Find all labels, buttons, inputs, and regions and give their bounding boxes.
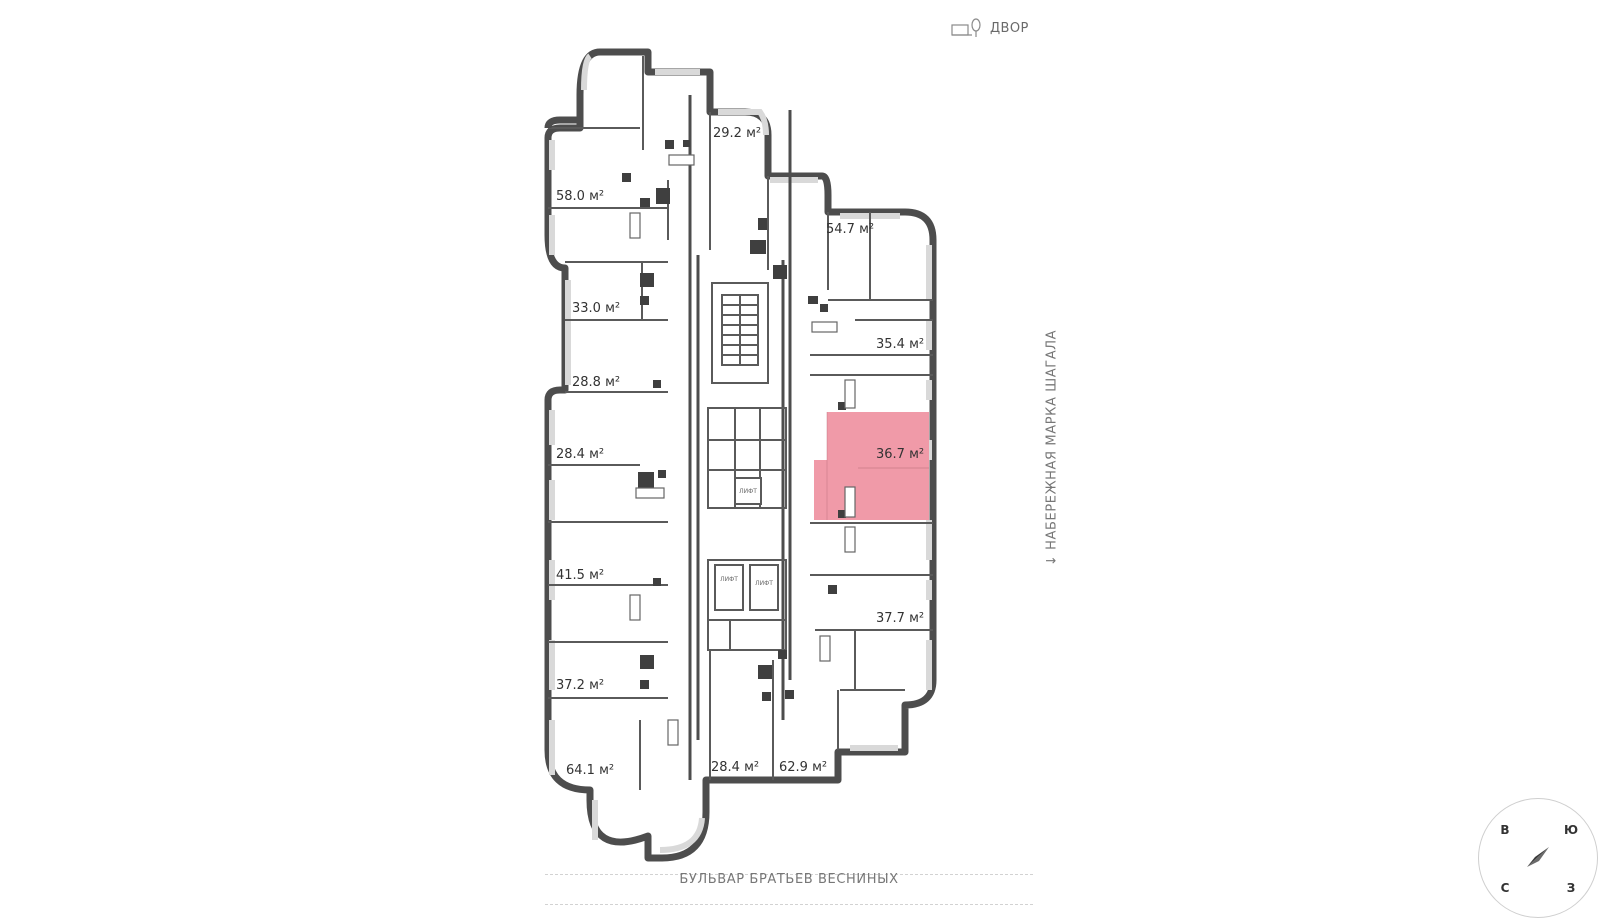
selected-apartment[interactable] <box>814 412 929 520</box>
apartment-area-label[interactable]: 35.4 м² <box>876 337 925 352</box>
apartment-area-label[interactable]: 33.0 м² <box>572 301 621 316</box>
bay-windows <box>544 116 580 129</box>
apartment-area-label[interactable]: 58.0 м² <box>556 189 605 204</box>
compass-arrow-icon <box>1527 847 1549 867</box>
apartment-area-label[interactable]: 41.5 м² <box>556 568 605 583</box>
compass: В Ю С З <box>1478 798 1598 918</box>
apartment-area-label[interactable]: 37.7 м² <box>876 611 925 626</box>
courtyard-text: ДВОР <box>990 20 1029 36</box>
apartment-area-label[interactable]: 64.1 м² <box>566 763 615 778</box>
apartment-area-label[interactable]: 28.4 м² <box>711 760 760 775</box>
lift-label: ЛИФТ <box>720 576 738 583</box>
compass-label-east: В <box>1500 823 1510 837</box>
corridor <box>688 95 792 780</box>
apartment-area-label[interactable]: 29.2 м² <box>713 126 762 141</box>
stair-core <box>707 282 787 651</box>
building-walls <box>544 48 937 862</box>
apartment-area-label[interactable]: 28.8 м² <box>572 375 621 390</box>
street-divider <box>545 874 1033 875</box>
apartment-area-label[interactable]: 28.4 м² <box>556 447 605 462</box>
compass-label-west: З <box>1566 881 1576 895</box>
street-divider <box>545 904 1033 905</box>
fixtures <box>622 140 856 746</box>
courtyard-label: ДВОР <box>950 16 1029 40</box>
side-street-text: ↓ НАБЕРЕЖНАЯ МАРКА ШАГАЛА <box>1044 329 1060 567</box>
bottom-street-label: БУЛЬВАР БРАТЬЕВ ВЕСНИНЫХ <box>679 872 899 887</box>
windows <box>549 53 932 853</box>
lift-label: ЛИФТ <box>739 488 757 495</box>
apartment-area-label[interactable]: 54.7 м² <box>826 222 875 237</box>
apartment-area-label[interactable]: 62.9 м² <box>779 760 828 775</box>
compass-label-south: Ю <box>1563 823 1579 837</box>
apartment-area-label[interactable]: 37.2 м² <box>556 678 605 693</box>
courtyard-icon <box>950 17 984 39</box>
compass-label-north: С <box>1500 881 1510 895</box>
lift-label: ЛИФТ <box>755 580 773 587</box>
partitions <box>548 56 933 790</box>
apartment-area-label-selected[interactable]: 36.7 м² <box>876 447 925 462</box>
